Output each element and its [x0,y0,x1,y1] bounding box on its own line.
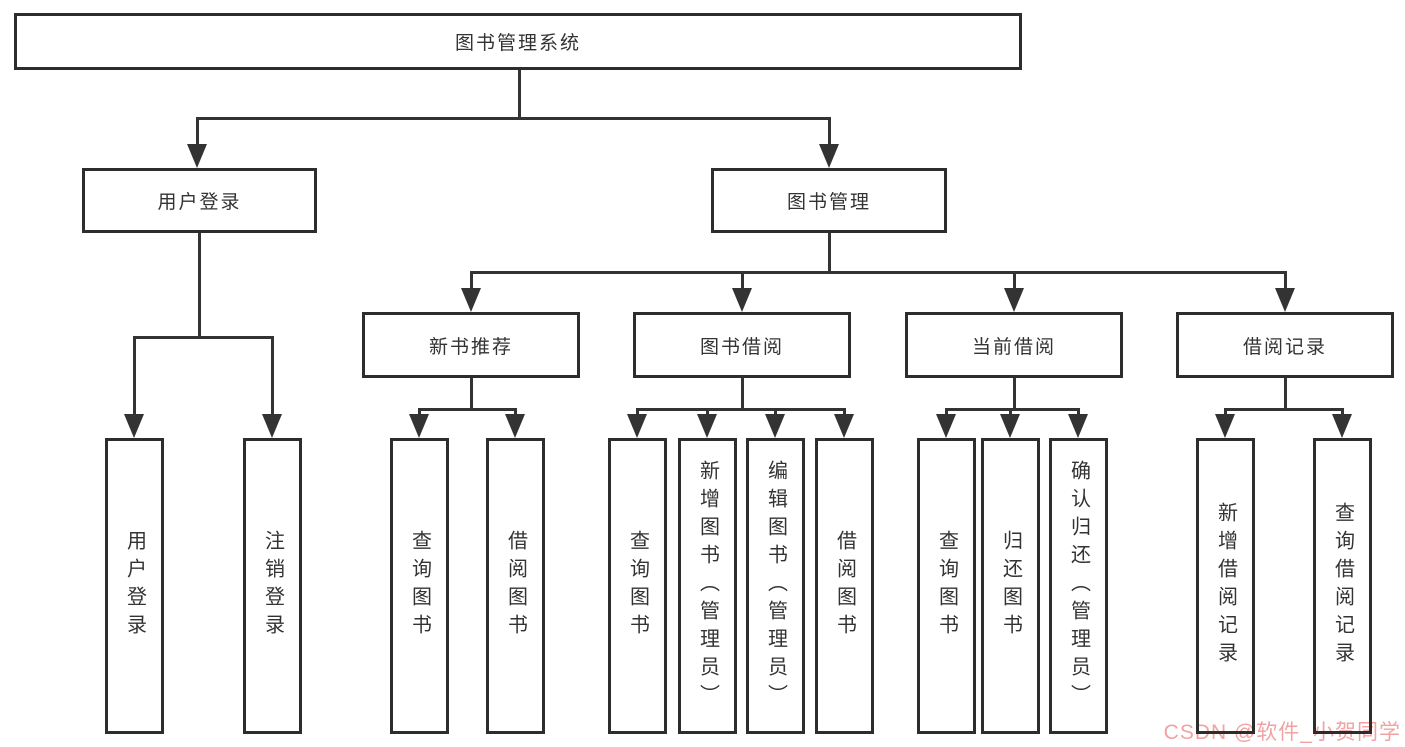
leaf-confirm-return-admin: 确认归还（管理员） [1049,438,1108,734]
leaf-label: 查询图书 [935,530,958,642]
connector-leaf-drop [774,408,777,418]
connector-leaf-drop [133,336,136,415]
leaf-label: 查询借阅记录 [1331,502,1354,670]
node-label: 新书推荐 [428,336,513,358]
leaf-return-books: 归还图书 [981,438,1040,734]
leaf-label: 借阅图书 [504,530,527,642]
arrow-down-icon [1000,414,1020,438]
leaf-query-books-borrowing: 查询图书 [608,438,667,734]
connector-level1-rail [196,117,831,120]
connector-leaf-drop [1341,408,1344,418]
connector-level2-drop [1284,271,1287,291]
leaf-label: 新增借阅记录 [1214,502,1237,670]
leaf-query-borrow-record: 查询借阅记录 [1313,438,1372,734]
connector-borrowing-stem [741,378,744,411]
node-user-login: 用户登录 [82,168,317,233]
connector-book-management-stem [828,233,831,274]
leaf-query-books-current: 查询图书 [917,438,976,734]
connector-current-stem [1013,378,1016,411]
arrow-down-icon [505,414,525,438]
connector-leaf-drop [945,408,948,418]
leaf-label: 查询图书 [626,530,649,642]
node-book-borrowing: 图书借阅 [633,312,851,378]
connector-leaf-drop [636,408,639,418]
connector-level2-drop [470,271,473,291]
node-label: 借阅记录 [1242,336,1327,358]
connector-recommend-rail [418,408,517,411]
connector-level2-drop [741,271,744,291]
leaf-borrow-books-borrowing: 借阅图书 [815,438,874,734]
leaf-label: 编辑图书（管理员） [764,460,787,712]
connector-leaf-drop [1009,408,1012,418]
arrow-down-icon [765,414,785,438]
watermark-text: CSDN @软件_小贺同学 [1163,721,1401,744]
leaf-label: 查询图书 [408,530,431,642]
connector-leaf-drop [706,408,709,418]
leaf-edit-books-admin: 编辑图书（管理员） [746,438,805,734]
leaf-add-books-admin: 新增图书（管理员） [678,438,737,734]
node-label: 图书管理系统 [454,33,581,54]
leaf-logout: 注销登录 [243,438,302,734]
connector-leaf-drop [1224,408,1227,418]
arrow-down-icon [1332,414,1352,438]
connector-level2-drop [1013,271,1016,291]
connector-book-management-drop [828,117,831,147]
arrow-down-icon [1215,414,1235,438]
leaf-label: 用户登录 [123,530,146,642]
leaf-label: 新增图书（管理员） [696,460,719,712]
connector-recommend-stem [470,378,473,411]
node-label: 图书借阅 [699,336,784,358]
connector-leaf-drop [271,336,274,415]
arrow-down-icon [262,414,282,438]
arrow-down-icon [124,414,144,438]
arrow-down-icon [1004,288,1024,312]
connector-leaf-drop [514,408,517,418]
leaf-query-books-recommend: 查询图书 [390,438,449,734]
arrow-down-icon [936,414,956,438]
connector-records-stem [1284,378,1287,411]
leaf-label: 归还图书 [999,530,1022,642]
arrow-down-icon [187,144,207,168]
node-book-management: 图书管理 [711,168,947,233]
leaf-label: 注销登录 [261,530,284,642]
node-new-book-recommendation: 新书推荐 [362,312,580,378]
node-label: 当前借阅 [971,336,1056,358]
leaf-label: 确认归还（管理员） [1067,460,1090,712]
leaf-borrow-books-recommend: 借阅图书 [486,438,545,734]
arrow-down-icon [409,414,429,438]
node-library-management-system: 图书管理系统 [14,13,1022,70]
node-label: 用户登录 [157,192,242,213]
connector-records-rail [1224,408,1344,411]
arrow-down-icon [819,144,839,168]
leaf-add-borrow-record: 新增借阅记录 [1196,438,1255,734]
connector-leaf-drop [843,408,846,418]
connector-user-login-rail [133,336,274,339]
arrow-down-icon [834,414,854,438]
leaf-label: 借阅图书 [833,530,856,642]
connector-borrowing-rail [636,408,846,411]
connector-leaf-drop [1077,408,1080,418]
node-current-borrowing: 当前借阅 [905,312,1123,378]
node-label: 图书管理 [786,192,871,213]
arrow-down-icon [627,414,647,438]
arrow-down-icon [732,288,752,312]
arrow-down-icon [1068,414,1088,438]
arrow-down-icon [461,288,481,312]
arrow-down-icon [1275,288,1295,312]
connector-user-login-drop [196,117,199,147]
arrow-down-icon [697,414,717,438]
node-borrowing-records: 借阅记录 [1176,312,1394,378]
connector-leaf-drop [418,408,421,418]
connector-current-rail [945,408,1080,411]
leaf-user-login: 用户登录 [105,438,164,734]
connector-user-login-stem [198,233,201,337]
connector-level2-rail [470,271,1286,274]
connector-root-stem [518,70,521,120]
